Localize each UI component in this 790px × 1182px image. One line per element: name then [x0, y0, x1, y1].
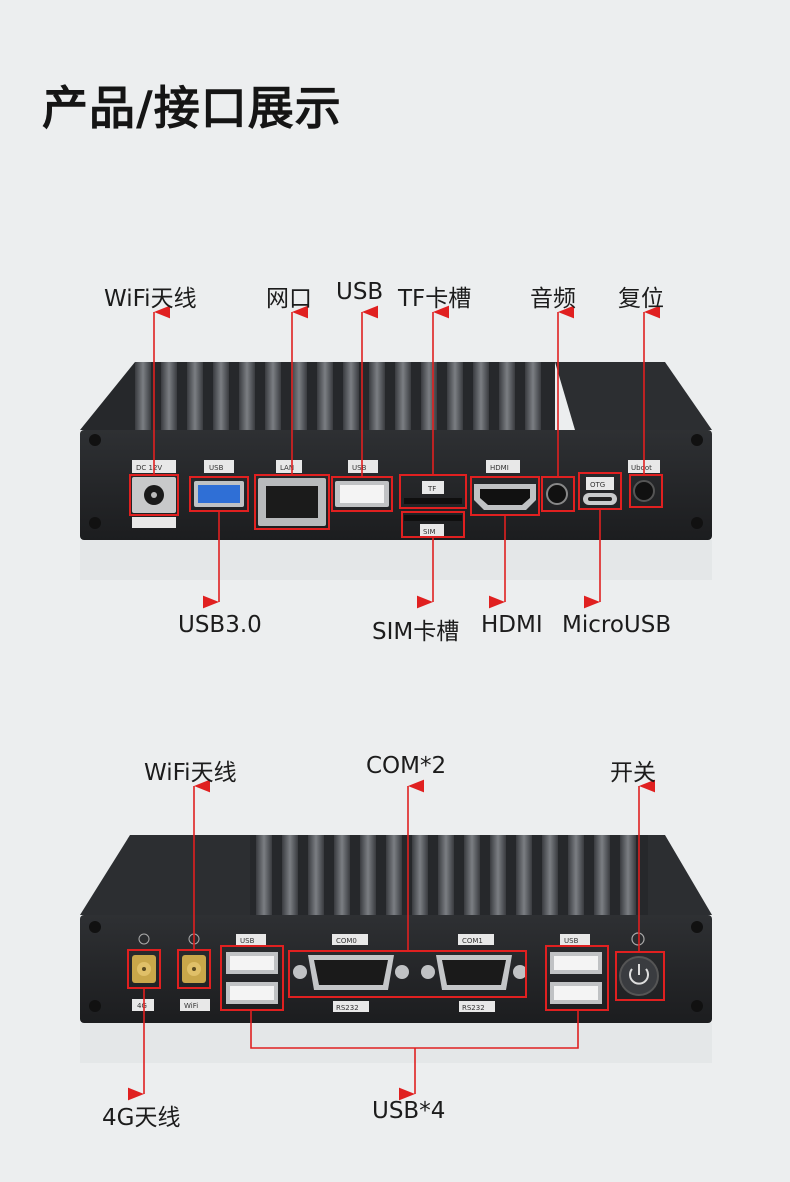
- page-title: 产品/接口展示: [42, 81, 342, 135]
- tag-dc: DC 12V: [136, 464, 162, 472]
- callout-sim-slot: SIM卡槽: [372, 619, 460, 645]
- tag-sim: SIM: [423, 528, 436, 536]
- tag-rs232-a: RS232: [336, 1004, 359, 1012]
- tag-4g: 4G: [137, 1002, 147, 1010]
- tag-usb2: USB: [352, 464, 367, 472]
- callout-wifi-antenna-bottom: WiFi天线: [144, 760, 237, 786]
- bottom-arrows: [128, 779, 655, 1101]
- callout-hdmi: HDMI: [481, 612, 543, 638]
- callout-com: COM*2: [366, 753, 447, 779]
- callout-microusb: MicroUSB: [562, 612, 672, 638]
- tag-rs232-b: RS232: [462, 1004, 485, 1012]
- tag-usb-left: USB: [240, 937, 255, 945]
- callout-usb30: USB3.0: [178, 612, 262, 638]
- callout-power-switch: 开关: [610, 760, 656, 786]
- tag-com1: COM1: [462, 937, 483, 945]
- callout-lan: 网口: [266, 286, 312, 312]
- tag-com0: COM0: [336, 937, 357, 945]
- callout-4g-antenna: 4G天线: [102, 1105, 181, 1131]
- callout-wifi-antenna-top: WiFi天线: [104, 286, 197, 312]
- tag-usb3: USB: [209, 464, 224, 472]
- tag-wifi: WiFi: [184, 1002, 198, 1010]
- callout-reset: 复位: [618, 286, 664, 312]
- callout-tf-slot: TF卡槽: [398, 286, 472, 312]
- tag-otg: OTG: [590, 481, 605, 489]
- bottom-heatsink-fins: [256, 835, 636, 925]
- tag-hdmi: HDMI: [490, 464, 509, 472]
- callout-usb: USB: [336, 279, 384, 305]
- tag-usb-right: USB: [564, 937, 579, 945]
- tag-tf: TF: [427, 485, 436, 493]
- tag-lan: LAN: [280, 464, 294, 472]
- tag-uboot: Uboot: [631, 464, 652, 472]
- top-arrows: [153, 305, 660, 609]
- top-device: DC 12V USB LAN USB TF SIM HDMI OTG Uboot: [80, 362, 712, 580]
- callout-audio: 音频: [530, 286, 576, 312]
- callout-usb-x4: USB*4: [372, 1098, 446, 1124]
- bottom-device: 4G WiFi USB COM0 COM1 RS232 RS232 USB: [80, 835, 712, 1063]
